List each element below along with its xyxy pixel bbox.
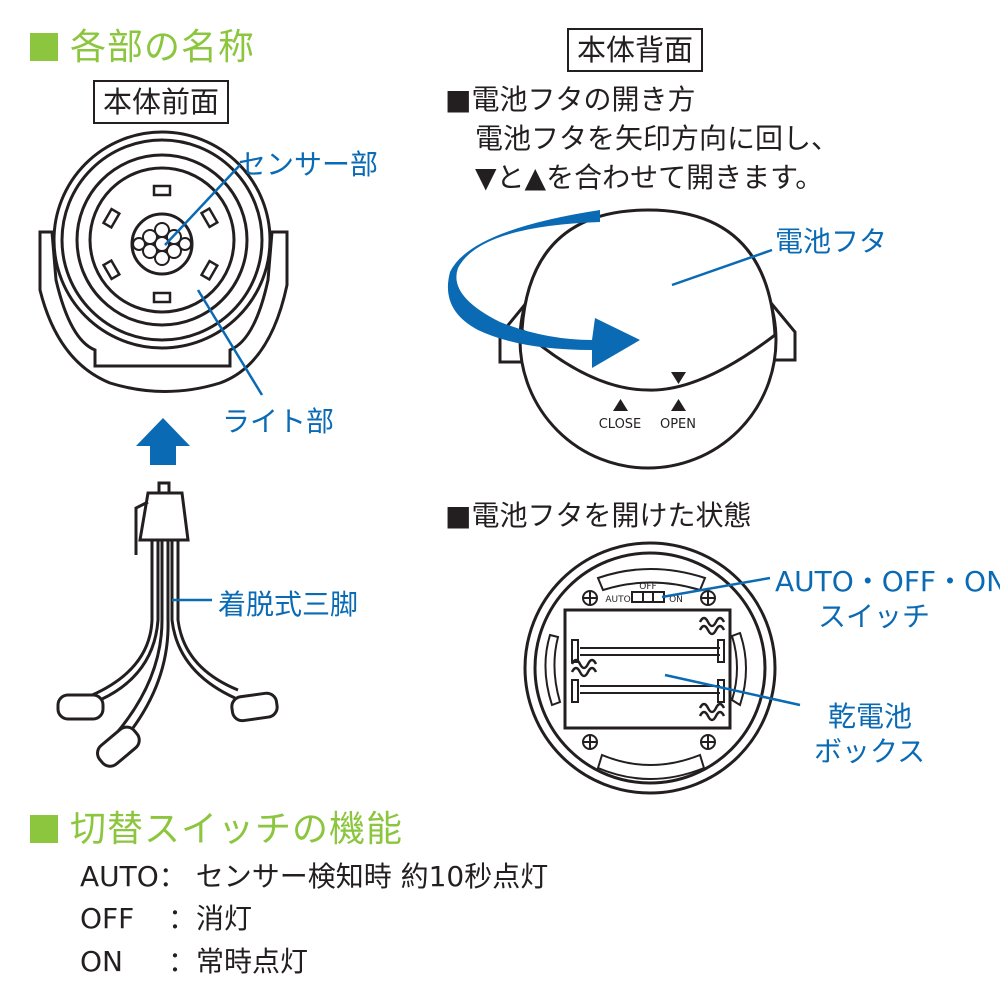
opened-heading: ■電池フタを開けた状態 bbox=[445, 499, 752, 532]
open-heading: ■電池フタの開き方 bbox=[445, 83, 696, 116]
battery-leader-line bbox=[664, 673, 801, 707]
rotate-arrow-icon bbox=[447, 210, 640, 368]
cover-label: 電池フタ bbox=[775, 225, 888, 258]
switch-auto-text: AUTO bbox=[605, 595, 630, 605]
back-device-opened bbox=[523, 541, 777, 795]
light-leader-line bbox=[196, 289, 264, 396]
open-triangle-icon bbox=[671, 399, 686, 411]
switch-label-2: スイッチ bbox=[818, 600, 931, 633]
battery-label-2: ボックス bbox=[814, 735, 926, 768]
light-label: ライト部 bbox=[222, 405, 335, 438]
function-row-auto: AUTO： センサー検知時 約10秒点灯 bbox=[80, 860, 549, 893]
open-instruction-2: ▼と▲を合わせて開きます。 bbox=[475, 161, 824, 194]
switch-label-1: AUTO・OFF・ON bbox=[775, 565, 1000, 598]
battery-label-1: 乾電池 bbox=[828, 700, 913, 733]
tripod bbox=[56, 481, 279, 768]
open-instruction-1: 電池フタを矢印方向に回し、 bbox=[475, 122, 840, 155]
up-arrow-icon bbox=[136, 418, 190, 465]
close-mark-text: CLOSE bbox=[599, 417, 642, 432]
switch-off-text: OFF bbox=[639, 582, 656, 592]
section-title-names: 各部の名称 bbox=[30, 18, 255, 70]
function-row-on: ON：常時点灯 bbox=[80, 945, 309, 978]
down-triangle-icon bbox=[671, 372, 686, 384]
switch-on-text: ON bbox=[669, 595, 683, 605]
green-square-icon bbox=[30, 815, 58, 843]
front-view-label: 本体前面 bbox=[93, 80, 230, 124]
switch-leader-line bbox=[661, 576, 771, 599]
front-device bbox=[38, 130, 289, 393]
section-title-switch: 切替スイッチの機能 bbox=[30, 800, 403, 852]
back-view-label: 本体背面 bbox=[567, 28, 704, 72]
cover-leader-line bbox=[671, 248, 773, 287]
sensor-leader-line bbox=[164, 164, 241, 246]
green-square-icon bbox=[30, 33, 58, 61]
open-mark-text: OPEN bbox=[660, 417, 696, 432]
function-row-off: OFF：消灯 bbox=[80, 902, 253, 935]
close-triangle-icon bbox=[613, 399, 628, 411]
tripod-label: 着脱式三脚 bbox=[218, 588, 359, 621]
sensor-label: センサー部 bbox=[238, 148, 379, 181]
